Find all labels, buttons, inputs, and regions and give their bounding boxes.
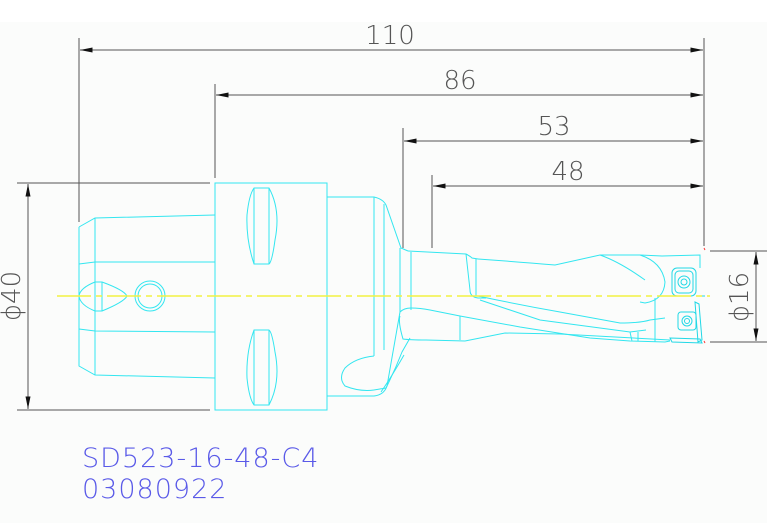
dim-110-text: 110 [365,21,415,51]
dim-d16-text: ϕ16 [725,272,755,322]
dim-86-text: 86 [443,66,476,96]
insert-tip [669,267,705,344]
body-neck [327,196,479,397]
dim-53-text: 53 [537,112,570,142]
drill-body [459,253,701,343]
part-code: 03080922 [82,474,228,505]
dim-48-text: 48 [551,157,584,187]
dimension-lines [25,47,759,409]
dim-d40-text: ϕ40 [0,271,27,321]
part-number: SD523-16-48-C4 [82,443,320,474]
extension-lines [17,38,767,411]
tip-markers [703,247,706,344]
